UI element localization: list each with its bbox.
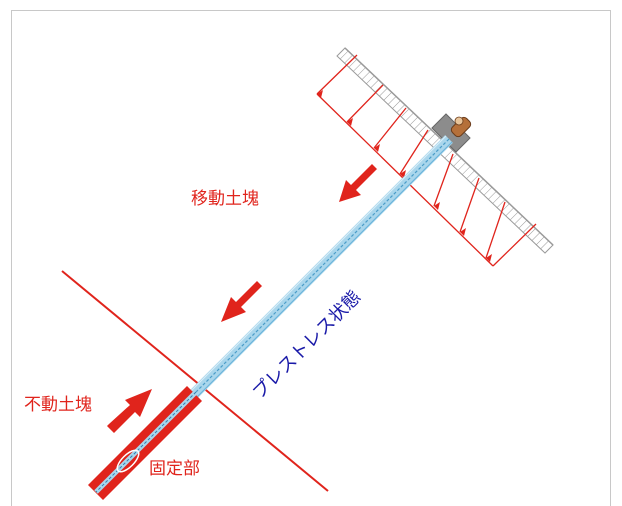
- movement-arrows: [107, 164, 379, 433]
- arrow-moving-soil: [339, 164, 379, 202]
- arrow-fixed-soil: [107, 389, 152, 433]
- moving-soil-label: 移動土塊: [191, 189, 259, 209]
- figure-frame: [11, 10, 611, 506]
- anchor-fixed-zone: [88, 386, 202, 500]
- arrow-prestress: [221, 281, 264, 322]
- fixed-soil-label: 不動土塊: [24, 395, 92, 415]
- tendon: [186, 135, 453, 402]
- slip-line: [61, 270, 329, 492]
- anchor-zone-label: 固定部: [149, 459, 200, 479]
- pressure-arrowheads: [317, 90, 492, 262]
